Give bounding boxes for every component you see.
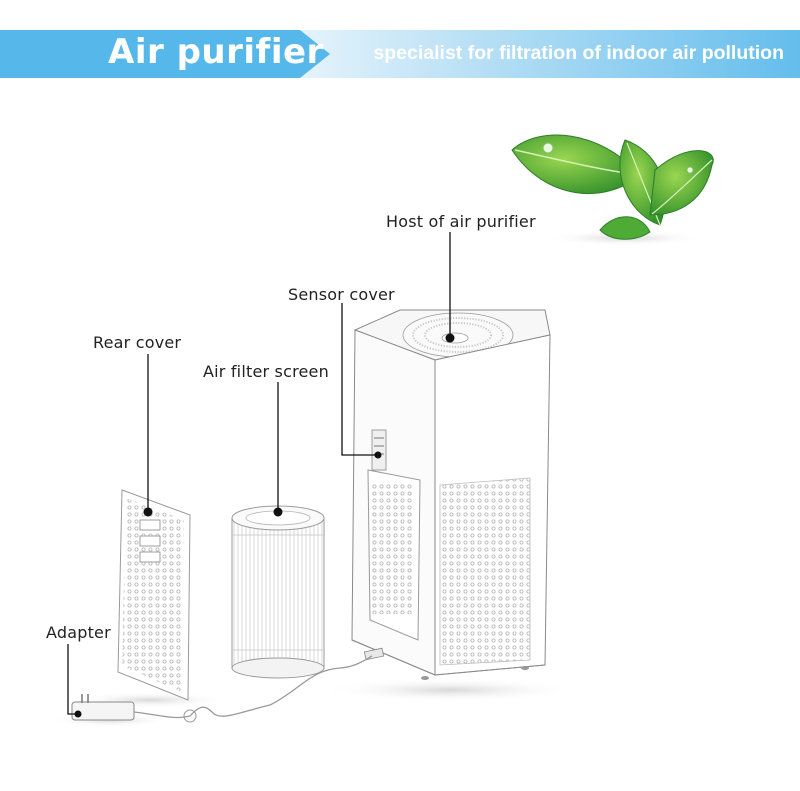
adapter-brick: [71, 655, 373, 723]
header-banner: Air purifier specialist for filtration o…: [0, 30, 800, 78]
banner-gradient: [295, 30, 800, 78]
page-subtitle: specialist for filtration of indoor air …: [373, 42, 784, 64]
label-sensor-cover: Sensor cover: [288, 285, 395, 304]
leader-dots: [74, 333, 455, 718]
air-filter-cylinder: [231, 505, 325, 679]
label-host: Host of air purifier: [386, 212, 536, 231]
banner-arrow: [0, 30, 330, 78]
rear-cover-panel: [117, 489, 191, 701]
page-title: Air purifier: [108, 32, 324, 72]
label-adapter: Adapter: [46, 623, 111, 642]
purifier-host: [351, 309, 551, 680]
leaves-illustration: [511, 134, 714, 246]
label-air-filter-screen: Air filter screen: [203, 362, 329, 381]
label-rear-cover: Rear cover: [93, 333, 182, 352]
